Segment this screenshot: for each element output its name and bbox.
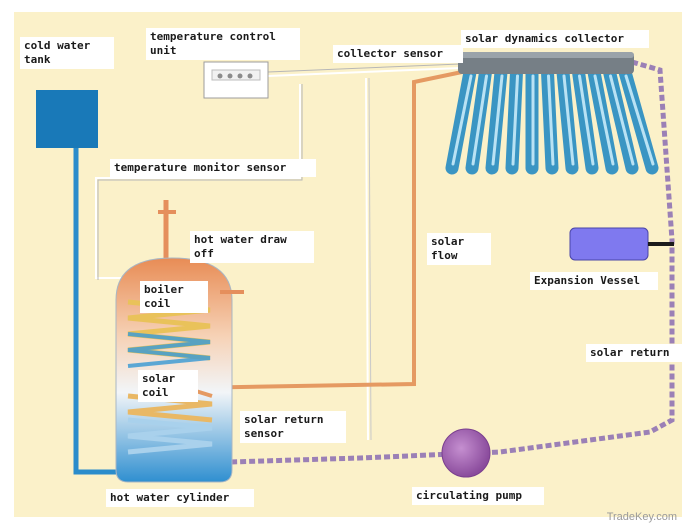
solar-flow-pipe [185, 70, 463, 390]
solar-coil-lower [127, 417, 213, 455]
collector-sensor-wire [267, 63, 461, 73]
boiler-coil-lower [127, 332, 211, 368]
solar-return-label: solar return [586, 344, 685, 362]
cold-water-tank-icon [36, 90, 98, 148]
expansion-vessel-label: Expansion Vessel [530, 272, 658, 290]
collector-tube-highlight [609, 74, 635, 166]
collector-tube-highlight [624, 74, 655, 166]
temperature-control-unit-icon [203, 61, 269, 99]
collector-tube-highlight [471, 74, 488, 166]
expansion-vessel-icon [569, 227, 649, 261]
collector-tube-highlight [547, 74, 555, 166]
circulating-pump-label: circulating pump [412, 487, 544, 505]
temperature-monitor-sensor-label: temperature monitor sensor [110, 159, 316, 177]
cold-water-tank-label: cold water tank [20, 37, 114, 69]
collector-tube-highlight [491, 74, 504, 166]
solar-return-pipe [229, 59, 675, 465]
solar-dynamics-collector-label: solar dynamics collector [461, 30, 649, 48]
hot-water-draw-off-label: hot water draw off [190, 231, 314, 263]
collector-sensor-label: collector sensor [333, 45, 463, 63]
solar-return-sensor-label: solar return sensor [240, 411, 346, 443]
hot-water-cylinder-label: hot water cylinder [106, 489, 254, 507]
solar-return-sensor-wire-shadow [368, 77, 372, 441]
temperature-monitor-wire-shadow [97, 84, 303, 280]
solar-return-sensor-wire [365, 77, 369, 441]
boiler-coil-label: boiler coil [140, 281, 208, 313]
temperature-monitor-wire [95, 84, 301, 279]
collector-tube-highlight [451, 74, 473, 166]
collector-tube-highlight [511, 74, 519, 166]
cold-water-pipe [73, 148, 116, 475]
solar-collector-icon [445, 52, 659, 175]
solar-coil-label: solar coil [138, 370, 198, 402]
collector-tube-highlight [562, 74, 575, 166]
collector-tube-highlight [578, 74, 595, 166]
pump-icon [441, 428, 491, 478]
collector-tube-highlight [593, 74, 615, 166]
solar-flow-label: solar flow [427, 233, 491, 265]
temperature-control-unit-label: temperature control unit [146, 28, 300, 60]
watermark: TradeKey.com [606, 511, 677, 523]
collector-sensor-wire-2 [267, 67, 461, 77]
